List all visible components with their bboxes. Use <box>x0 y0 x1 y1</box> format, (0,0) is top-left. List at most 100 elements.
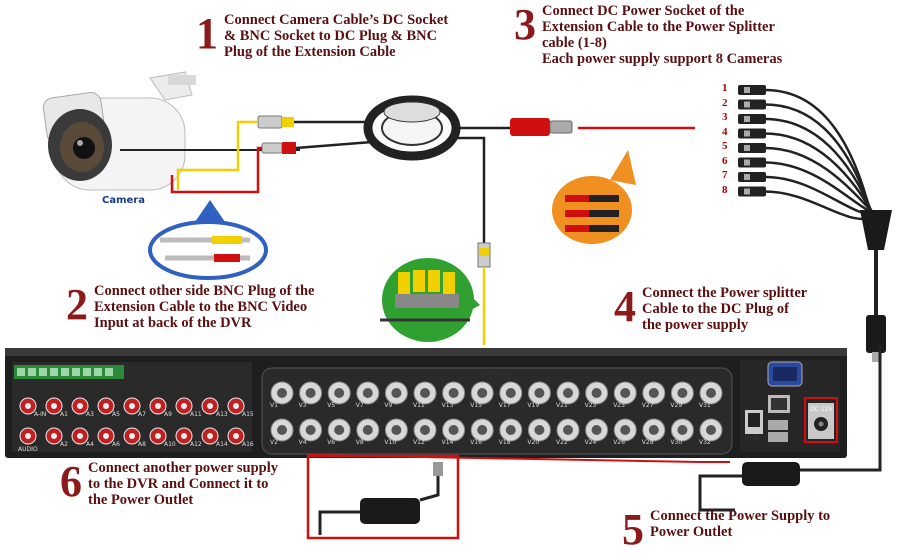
bubble-connectors-green <box>380 258 480 342</box>
port-label: A9 <box>164 411 172 418</box>
port-label: V29 <box>670 402 683 409</box>
step-text: Connect DC Power Socket of the Extension… <box>542 3 783 67</box>
dc-socket-connector <box>510 118 695 136</box>
port-label: V26 <box>613 439 625 446</box>
port-label: A3 <box>86 411 94 418</box>
port-label: V18 <box>498 439 511 446</box>
rca-port <box>227 427 245 445</box>
bnc-port <box>670 381 694 405</box>
step-6: 6 Connect another power supply to the DV… <box>60 460 279 509</box>
bnc-port <box>499 381 523 405</box>
port-label: V5 <box>327 402 336 409</box>
bnc-port <box>270 381 294 405</box>
port-label: A5 <box>112 411 120 418</box>
port-label: V10 <box>384 439 397 446</box>
port-label: V21 <box>556 402 568 409</box>
port-label: A11 <box>190 411 202 418</box>
dvr-rear-io <box>745 361 838 443</box>
video-in-label: VIDEO IN <box>484 370 512 377</box>
port-label: V1 <box>270 402 278 409</box>
step-text: Connect other side BNC Plug of the Exten… <box>94 283 315 331</box>
port-label: V11 <box>413 402 425 409</box>
port-label: V19 <box>527 402 540 409</box>
port-label: A14 <box>216 441 228 448</box>
bnc-port <box>527 418 551 442</box>
camera-image <box>42 71 196 191</box>
port-label: V30 <box>670 439 683 446</box>
port-label: V24 <box>584 439 597 446</box>
splitter-arm <box>738 157 877 217</box>
splitter-arm <box>738 128 876 216</box>
rca-port <box>123 397 141 415</box>
step-3: 3 Connect DC Power Socket of the Extensi… <box>514 0 783 68</box>
audio-ports <box>19 397 245 445</box>
splitter-number: 6 <box>722 154 728 167</box>
bnc-port <box>442 418 466 442</box>
splitter-arm <box>738 99 874 216</box>
port-label: A6 <box>112 441 120 448</box>
splitter-number: 4 <box>722 125 728 138</box>
rca-port <box>201 427 219 445</box>
rca-port <box>97 427 115 445</box>
bnc-port <box>527 381 551 405</box>
splitter-number: 5 <box>722 140 728 152</box>
port-label: V14 <box>441 439 454 446</box>
rca-port <box>227 397 245 415</box>
bnc-port <box>470 381 494 405</box>
camera-label: Camera <box>102 195 145 206</box>
bnc-port <box>642 418 666 442</box>
port-label: V23 <box>584 402 597 409</box>
splitter-number: 8 <box>722 183 728 196</box>
port-label: V13 <box>441 402 454 409</box>
port-label: A16 <box>242 441 254 448</box>
splitter-hub <box>860 210 892 362</box>
bubble-connectors-orange <box>552 150 636 244</box>
step-text: Connect the Power Supply to Power Outlet <box>650 508 831 540</box>
bnc-port <box>327 418 351 442</box>
step-text: Connect the Power splitter Cable to the … <box>642 285 808 333</box>
bnc-port <box>356 381 380 405</box>
step-text: Connect Camera Cable’s DC Socket & BNC S… <box>224 12 449 60</box>
splitter-number: 1 <box>722 82 728 94</box>
bnc-port <box>585 418 609 442</box>
port-label: V9 <box>384 402 393 409</box>
rca-port <box>201 397 219 415</box>
step-number: 5 <box>622 505 644 554</box>
port-label: A15 <box>242 411 254 418</box>
port-label: V15 <box>470 402 482 409</box>
port-label: V22 <box>556 439 568 446</box>
port-label: A1 <box>60 411 68 418</box>
bnc-port <box>470 418 494 442</box>
step-2: 2 Connect other side BNC Plug of the Ext… <box>66 280 315 332</box>
rca-port <box>175 427 193 445</box>
port-label: V17 <box>498 402 511 409</box>
bnc-port <box>613 381 637 405</box>
port-label: V27 <box>641 402 654 409</box>
red-power-wire <box>170 146 262 194</box>
power-splitter-cable <box>738 85 892 362</box>
step-number: 2 <box>66 280 88 329</box>
bnc-port <box>356 418 380 442</box>
step-number: 3 <box>514 0 536 49</box>
splitter-arm <box>738 114 875 216</box>
bnc-port <box>613 418 637 442</box>
bnc-port <box>642 381 666 405</box>
camera-power-supply <box>698 345 882 512</box>
step-5: 5 Connect the Power Supply to Power Outl… <box>622 508 830 552</box>
rca-port <box>45 397 63 415</box>
yellow-video-wire <box>176 120 258 190</box>
rca-port <box>175 397 193 415</box>
step-text: Connect another power supply to the DVR … <box>88 460 279 508</box>
step-1: 1 Connect Camera Cable’s DC Socket & BNC… <box>196 12 449 61</box>
bnc-port <box>556 418 580 442</box>
step-4: 4 Connect the Power splitter Cable to th… <box>614 285 808 334</box>
port-label: V31 <box>699 402 711 409</box>
splitter-arm <box>738 143 876 216</box>
bnc-port <box>299 381 323 405</box>
hdmi-label: HDMI <box>745 436 762 443</box>
port-label: V28 <box>641 439 654 446</box>
port-label: V7 <box>355 402 364 409</box>
rca-port <box>123 427 141 445</box>
bnc-port <box>699 381 723 405</box>
